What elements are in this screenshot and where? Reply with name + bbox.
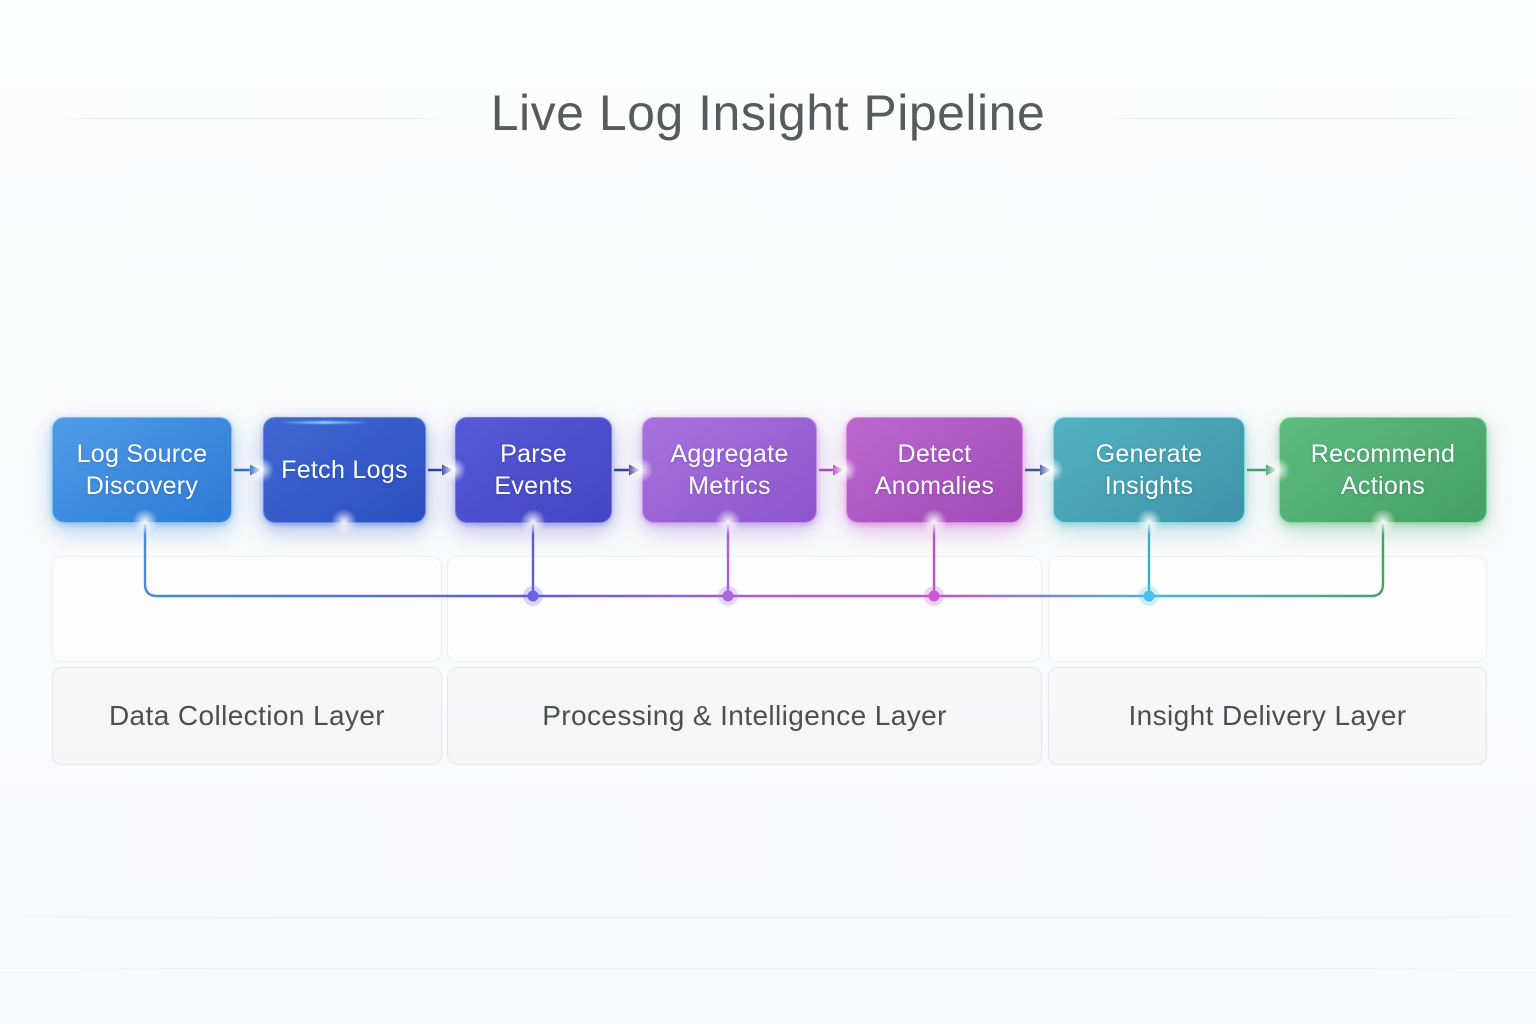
flow-arrow xyxy=(428,464,453,476)
layer-panel-delivery: Insight Delivery Layer xyxy=(1048,667,1487,765)
pipeline-node-fetch-logs: Fetch Logs xyxy=(263,417,426,523)
layer-track-panel-collection xyxy=(52,556,442,662)
pipeline-node-generate-insights: Generate Insights xyxy=(1053,417,1245,523)
flow-arrow xyxy=(234,464,261,476)
footer-divider-top xyxy=(0,917,1536,918)
node-label: Aggregate Metrics xyxy=(670,439,789,501)
junction-dot xyxy=(527,590,539,602)
layer-track-panel-processing xyxy=(447,556,1042,662)
title-divider-right xyxy=(1092,118,1488,119)
node-label: Recommend Actions xyxy=(1310,439,1456,501)
layer-label: Insight Delivery Layer xyxy=(1128,700,1407,731)
flow-arrow xyxy=(1025,464,1051,476)
layer-panel-processing: Processing & Intelligence Layer xyxy=(447,667,1042,765)
junction-dot xyxy=(1143,590,1155,602)
junction-dots xyxy=(523,586,1159,606)
footer-divider-bottom xyxy=(0,968,1536,969)
node-label: Fetch Logs xyxy=(281,455,408,484)
trunk-connector xyxy=(143,523,1385,598)
junction-dot xyxy=(928,590,940,602)
pipeline-node-recommend-actions: Recommend Actions xyxy=(1279,417,1487,523)
layer-label: Data Collection Layer xyxy=(108,700,386,731)
node-label: Detect Anomalies xyxy=(874,439,995,501)
node-label: Generate Insights xyxy=(1095,439,1203,501)
flow-arrow xyxy=(1247,464,1277,476)
layer-label: Processing & Intelligence Layer xyxy=(542,700,947,731)
title-divider-left xyxy=(45,118,460,119)
highlight-streak xyxy=(280,421,369,424)
pipeline-node-parse-events: Parse Events xyxy=(455,417,612,523)
pipeline-node-log-source-discovery: Log Source Discovery xyxy=(52,417,232,523)
layer-track-panel-delivery xyxy=(1048,556,1487,662)
pipeline-node-detect-anomalies: Detect Anomalies xyxy=(846,417,1023,523)
flow-arrow xyxy=(819,464,844,476)
flow-arrow xyxy=(614,464,640,476)
node-label: Log Source Discovery xyxy=(76,439,208,501)
layer-panel-collection: Data Collection Layer xyxy=(52,667,442,765)
junction-dot xyxy=(722,590,734,602)
node-label: Parse Events xyxy=(494,439,573,501)
pipeline-node-aggregate-metrics: Aggregate Metrics xyxy=(642,417,817,523)
page-title: Live Log Insight Pipeline xyxy=(490,85,1046,141)
